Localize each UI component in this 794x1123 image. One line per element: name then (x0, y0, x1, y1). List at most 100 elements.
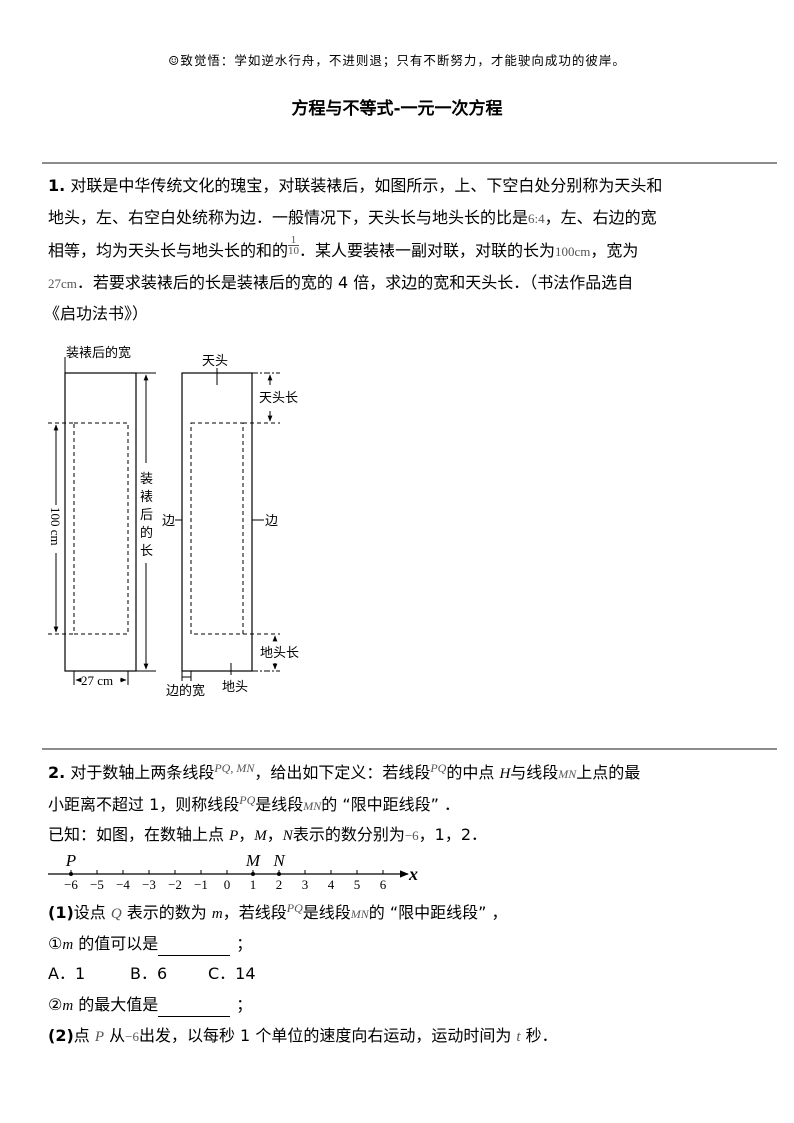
text: 上点的最 (576, 763, 641, 782)
tick-label: −2 (168, 877, 182, 892)
tick-label: 2 (276, 877, 283, 892)
text: ， (266, 825, 283, 844)
math-m: M (254, 828, 267, 844)
label-bian-right: 边 (265, 514, 278, 529)
math-pq-mn: PQ, MN (214, 761, 255, 775)
tick-label: 3 (302, 877, 309, 892)
tick-label: 1 (250, 877, 257, 892)
text: ，1，2． (418, 825, 488, 844)
right-diagram: 天头 天头长 边 边 地头长 边的宽 地头 (162, 354, 299, 699)
point-label: N (272, 851, 286, 870)
math-p: P (229, 828, 239, 844)
q2-sub1b: ②m 的最大值是； (48, 994, 252, 1017)
label-ditou: 地头 (222, 680, 248, 695)
label-length-char: 的 (140, 525, 153, 541)
math-p: P (94, 1029, 105, 1045)
q2-options: A．1 B．6 C．14 (48, 963, 256, 985)
text: 已知：如图，在数轴上点 (48, 825, 230, 844)
point-label: M (245, 851, 261, 870)
text: 是线段 (255, 795, 304, 814)
q1-line-1: 1. 对联是中华传统文化的瑰宝，对联装裱后，如图所示，上、下空白处分别称为天头和 (48, 175, 662, 197)
text: ，若线段 (222, 903, 287, 922)
divider (42, 748, 777, 750)
label-length-char: 装 (140, 472, 153, 487)
q2-line-1: 2. 对于数轴上两条线段PQ, MN，给出如下定义：若线段PQ的中点 H与线段M… (48, 761, 641, 785)
text: ，给出如下定义：若线段 (254, 763, 431, 782)
question-number: 1. (48, 176, 66, 195)
math-pq: PQ (286, 901, 303, 915)
q2-sub1a: ①m 的值可以是； (48, 933, 252, 956)
text: 与线段 (510, 763, 559, 782)
math-pq: PQ (430, 761, 447, 775)
answer-blank-1[interactable] (158, 939, 231, 956)
tick-label: 6 (380, 877, 387, 892)
motto-line: ☺致觉悟：学如逆水行舟，不进则退；只有不断努力，才能驶向成功的彼岸。 (0, 50, 794, 69)
q2-sub2: (2)点 P 从−6出发，以每秒 1 个单位的速度向右运动，运动时间为 t 秒． (48, 1026, 558, 1045)
couplet-figure: 装裱后的宽 100 cm 装 裱 后 的 长 27 cm 天头 天头长 (48, 345, 299, 699)
tick-label: −4 (116, 877, 130, 892)
tick-label: −1 (194, 877, 208, 892)
tick-label: 4 (328, 877, 335, 892)
option-b: B．6 (130, 964, 168, 983)
q2-line-3: 已知：如图，在数轴上点 P，M，N表示的数分别为−6，1，2． (48, 824, 487, 847)
label-100cm: 100 cm (48, 507, 63, 546)
math-m-var: m (62, 937, 74, 953)
q1-line-2: 地头，左、右空白处统称为边．一般情况下，天头长与地头长的比是6:4，左、右边的宽 (48, 207, 657, 230)
label-width-after: 装裱后的宽 (66, 345, 131, 361)
label-length-char: 长 (140, 544, 153, 559)
smiley-icon: ☺ (168, 53, 181, 68)
page-title: 方程与不等式-一元一次方程 (291, 99, 503, 119)
ratio-value: 6:4 (528, 211, 545, 226)
text: 出发，以每秒 1 个单位的速度向右运动，运动时间为 (138, 1026, 517, 1045)
q1-line-5: 《启功法书》） (44, 303, 148, 325)
text: 小距离不超过 1，则称线段 (48, 795, 240, 814)
answer-blank-2[interactable] (158, 1000, 231, 1017)
text: ，宽为 (590, 241, 639, 260)
text: 从 (104, 1026, 126, 1045)
q2-sub1: (1)(1)设点 设点 Q 表示的数为 m，若线段PQ是线段MN的 “限中距线段… (48, 901, 508, 922)
text: 对联是中华传统文化的瑰宝，对联装裱后，如图所示，上、下空白处分别称为天头和 (70, 176, 663, 195)
math-q: Q (110, 906, 122, 922)
circled-2: ② (48, 995, 63, 1014)
question-number: 2. (48, 763, 66, 782)
divider (42, 162, 777, 164)
text: ．若要求装裱后的长是装裱后的宽的 4 倍，求边的宽和天头长．（书法作品选自 (76, 273, 634, 292)
label-bian-left: 边 (162, 514, 175, 529)
text: 对于数轴上两条线段 (70, 763, 215, 782)
text: 的 “限中距线段” ， (368, 903, 508, 922)
axis-label-x: x (408, 864, 418, 884)
tick-label: −6 (64, 877, 78, 892)
text: 相等，均为天头长与地头长的和的 (48, 241, 289, 260)
option-c: C．14 (208, 964, 256, 983)
left-diagram: 装裱后的宽 100 cm 装 裱 后 的 长 27 cm (48, 345, 156, 688)
label-27cm: 27 cm (81, 673, 113, 688)
math-neg6: −6 (404, 828, 419, 843)
math-m-var: m (62, 998, 74, 1014)
text: 《启功法书》） (44, 304, 149, 323)
text: 的中点 (446, 763, 500, 782)
text: ， (238, 825, 255, 844)
math-mn: MN (350, 907, 369, 921)
math-t: t (516, 1029, 521, 1045)
math-neg6: −6 (125, 1029, 139, 1044)
text: 表示的数分别为 (292, 825, 405, 844)
point-marker (69, 872, 73, 876)
text: ； (236, 995, 253, 1014)
tick-label: 0 (224, 877, 231, 892)
label-length-char: 后 (140, 508, 153, 523)
option-a: A．1 (48, 964, 86, 983)
point-label: P (65, 851, 76, 870)
tick-label: −3 (142, 877, 156, 892)
tick-label: −5 (90, 877, 104, 892)
tick-label: 5 (354, 877, 361, 892)
math-m-var: m (211, 906, 223, 922)
label-ditou-length: 地头长 (260, 646, 299, 661)
fraction-denominator: 10 (288, 245, 300, 257)
point-marker (251, 872, 255, 876)
point-marker (277, 872, 281, 876)
text: ，左、右边的宽 (544, 208, 657, 227)
q2-line-2: 小距离不超过 1，则称线段PQ是线段MN的 “限中距线段” ． (48, 793, 460, 817)
